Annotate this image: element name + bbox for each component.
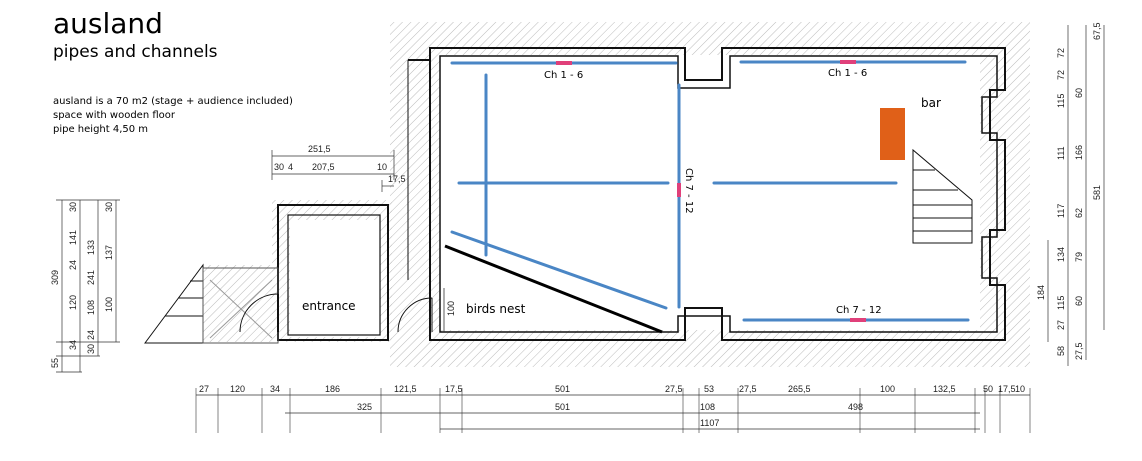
description-line: pipe height 4,50 m — [53, 124, 149, 135]
staircase-left — [144, 263, 279, 344]
dim-bottom-label: 27 — [199, 384, 209, 394]
birds-nest-edge — [444, 244, 663, 334]
dim-bottom-501b: 501 — [555, 402, 570, 412]
room-label-birds-nest: birds nest — [466, 302, 526, 316]
dim-bottom-label: 121,5 — [394, 384, 417, 394]
dim-right-label: 72 — [1056, 70, 1066, 80]
dim-left-label: 30 — [86, 344, 96, 354]
dim-right-label: 27 — [1056, 320, 1066, 330]
room-label-entrance: entrance — [302, 299, 356, 313]
dim-left-label: 137 — [104, 245, 114, 260]
dim-bottom-label: 50 — [983, 384, 993, 394]
dimension-left-labels: 309 55 30 141 24 120 34 133 241 108 24 30 30 137 100 — [50, 202, 114, 368]
dim-right-label: 117 — [1056, 204, 1066, 218]
pipes — [450, 60, 970, 322]
dim-left-label: 133 — [86, 240, 96, 255]
dim-top-inner: 207,5 — [312, 162, 335, 172]
dim-right-label: 60 — [1074, 296, 1084, 306]
dimension-left — [56, 199, 120, 373]
dim-right-label: 134 — [1056, 247, 1066, 262]
dim-bottom-label: 17,5 — [445, 384, 463, 394]
room-label-bar: bar — [921, 96, 941, 110]
dimension-bottom-row1: 27 120 34 186 121,5 17,5 501 27,5 53 27,5 265,5 100… — [199, 384, 1025, 394]
outer-wall-hatch — [203, 22, 1030, 367]
dim-right-label: 79 — [1074, 252, 1084, 262]
dim-bottom-label: 132,5 — [933, 384, 956, 394]
page-title: ausland — [53, 7, 163, 40]
dim-bottom-label: 27,5 — [739, 384, 757, 394]
dim-bottom-1107: 1107 — [700, 418, 719, 428]
dim-bottom-label: 17,5 — [998, 384, 1016, 394]
dim-right-label: 115 — [1056, 94, 1066, 108]
dim-right-label: 166 — [1074, 145, 1084, 160]
channel-label-top-right: Ch 1 - 6 — [828, 68, 867, 79]
channel-marker — [840, 60, 856, 64]
dim-top-d: 17,5 — [388, 174, 406, 184]
doors — [239, 293, 433, 333]
dim-bottom-label: 186 — [325, 384, 340, 394]
channel-label-middle: Ch 7 - 12 — [683, 168, 694, 214]
dim-right-label: 184 — [1036, 285, 1046, 300]
dim-left-label: 309 — [50, 270, 60, 285]
dim-top-total: 251,5 — [308, 144, 331, 154]
dim-bottom-label: 27,5 — [665, 384, 683, 394]
dim-left-label: 120 — [68, 295, 78, 310]
dim-left-label: 100 — [104, 297, 114, 312]
heading: ausland pipes and channels — [53, 7, 218, 63]
dim-bottom-325: 325 — [357, 402, 372, 412]
channel-marker — [850, 318, 866, 322]
description-line: space with wooden floor — [53, 110, 175, 121]
dim-right-label: 111 — [1056, 146, 1066, 160]
staircase-right — [912, 148, 973, 244]
dim-bottom-label: 100 — [880, 384, 895, 394]
dimension-bottom-ticks — [195, 388, 1031, 433]
dim-right-label: 72 — [1056, 48, 1066, 58]
dim-right-label: 115 — [1056, 296, 1066, 310]
pipe-diagonal — [450, 230, 668, 310]
dimension-right-labels: 72 72 115 111 117 134 115 27 58 60 166 62 79 60 27,5 67… — [1036, 22, 1102, 360]
dim-bottom-label: 53 — [704, 384, 714, 394]
dim-right-label: 67,5 — [1092, 22, 1102, 40]
dim-bottom-label: 501 — [555, 384, 570, 394]
dim-right-label: 62 — [1074, 208, 1084, 218]
dim-left-label: 108 — [86, 300, 96, 315]
dim-right-label: 60 — [1074, 88, 1084, 98]
channel-marker — [556, 61, 572, 65]
dim-left-label: 141 — [68, 230, 78, 245]
dim-right-label: 58 — [1056, 346, 1066, 356]
dim-top-c: 10 — [377, 162, 387, 172]
dimension-bottom — [196, 394, 1030, 430]
birds-nest-width: 100 — [446, 301, 456, 316]
bar-counter — [880, 108, 905, 160]
channel-label-top-left: Ch 1 - 6 — [544, 70, 583, 81]
dim-left-label: 30 — [68, 202, 78, 212]
dim-bottom-label: 120 — [230, 384, 245, 394]
dim-bottom-label: 10 — [1015, 384, 1025, 394]
dim-left-label: 30 — [104, 202, 114, 212]
dim-bottom-108: 108 — [700, 402, 715, 412]
dim-right-label: 581 — [1092, 185, 1102, 200]
dim-top-b: 4 — [288, 162, 293, 172]
channel-marker — [677, 183, 681, 197]
dim-bottom-498: 498 — [848, 402, 863, 412]
dim-left-label: 24 — [68, 260, 78, 270]
channel-label-bottom: Ch 7 - 12 — [836, 305, 882, 316]
dim-right-label: 27,5 — [1074, 342, 1084, 360]
dim-left-label: 34 — [68, 340, 78, 350]
dim-left-label: 24 — [86, 330, 96, 340]
description: ausland is a 70 m2 (stage + audience inc… — [53, 95, 313, 137]
dim-bottom-label: 34 — [270, 384, 280, 394]
dim-left-label: 55 — [50, 358, 60, 368]
dimension-top — [271, 150, 395, 192]
page-subtitle: pipes and channels — [53, 42, 218, 62]
description-line: ausland is a 70 m2 (stage + audience inc… — [53, 96, 293, 107]
dim-bottom-label: 265,5 — [788, 384, 811, 394]
dimension-right — [1047, 25, 1105, 366]
dim-left-label: 241 — [86, 270, 96, 285]
channel-markers — [556, 60, 866, 322]
dim-top-a: 30 — [274, 162, 284, 172]
